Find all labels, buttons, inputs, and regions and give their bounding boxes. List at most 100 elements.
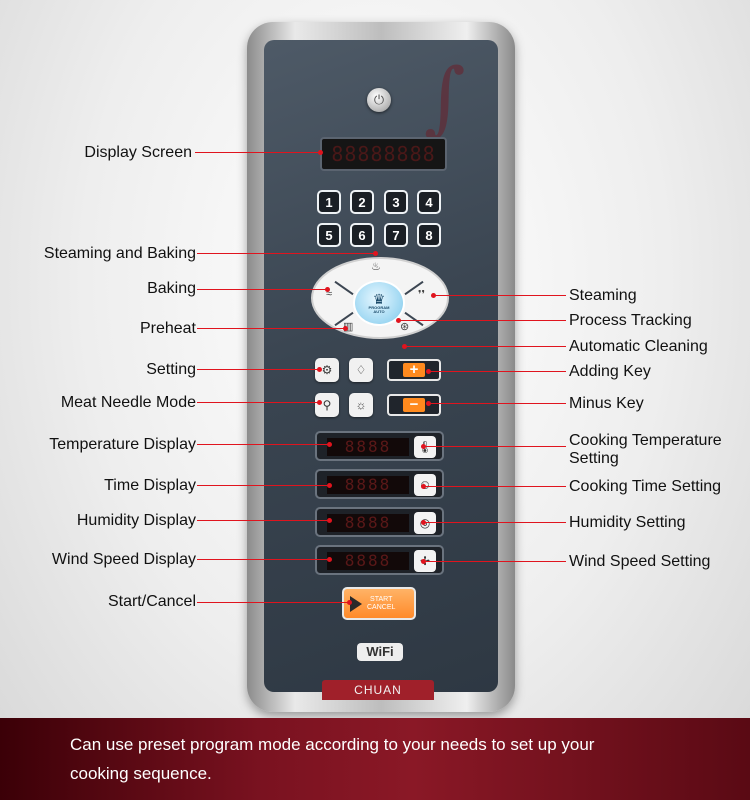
leader-line bbox=[423, 446, 566, 447]
leader-line bbox=[423, 522, 566, 523]
key-7[interactable]: 7 bbox=[384, 223, 408, 247]
leader-line bbox=[423, 486, 566, 487]
humidity-row: 8888 ◎ bbox=[315, 507, 444, 537]
leader-dot bbox=[426, 369, 431, 374]
leader-line bbox=[423, 561, 566, 562]
key-2[interactable]: 2 bbox=[350, 190, 374, 214]
adding-key[interactable]: + bbox=[387, 359, 441, 381]
gear-icon: ⚙ bbox=[321, 363, 333, 377]
label-wind-speed-display: Wind Speed Display bbox=[51, 551, 196, 568]
leader-dot bbox=[327, 483, 332, 488]
label-display-screen: Display Screen bbox=[84, 144, 192, 161]
key-1[interactable]: 1 bbox=[317, 190, 341, 214]
cleaning-icon[interactable]: ⊛ bbox=[400, 321, 410, 333]
program-label-bottom: AUTO bbox=[373, 309, 385, 314]
label-process-tracking: Process Tracking bbox=[569, 312, 692, 329]
light-button[interactable]: ☼ bbox=[349, 393, 373, 417]
leader-dot bbox=[327, 518, 332, 523]
steaming-icon[interactable]: ❜❜ bbox=[418, 289, 426, 301]
label-temperature-display: Temperature Display bbox=[49, 436, 196, 453]
label-preheat: Preheat bbox=[139, 320, 196, 337]
label-humidity-setting: Humidity Setting bbox=[569, 514, 686, 531]
leader-dot bbox=[421, 484, 426, 489]
leader-line bbox=[197, 444, 329, 445]
light-icon: ☼ bbox=[355, 398, 367, 412]
baking-icon[interactable]: ≈ bbox=[326, 288, 333, 300]
leader-line bbox=[197, 485, 329, 486]
steam-bake-icon[interactable]: ♨ bbox=[371, 261, 381, 273]
brand-strip: CHUAN bbox=[322, 680, 434, 700]
leader-line bbox=[197, 253, 375, 254]
leader-dot bbox=[317, 367, 322, 372]
leader-dot bbox=[421, 520, 426, 525]
leader-line bbox=[195, 152, 320, 153]
leader-dot bbox=[421, 444, 426, 449]
chef-hat-icon: ♛ bbox=[372, 290, 386, 307]
meat-needle-button[interactable]: ⚲ bbox=[315, 393, 339, 417]
leader-line bbox=[197, 289, 327, 290]
leader-dot bbox=[396, 318, 401, 323]
leader-line bbox=[197, 520, 329, 521]
leader-line bbox=[197, 369, 319, 370]
banner-line-1: Can use preset program mode according to… bbox=[70, 735, 595, 754]
label-start-cancel: Start/Cancel bbox=[107, 593, 196, 610]
minus-key[interactable]: − bbox=[387, 394, 441, 416]
label-cooking-temperature: Cooking Temperature bbox=[569, 432, 722, 449]
leader-dot bbox=[421, 559, 426, 564]
label-steaming-baking: Steaming and Baking bbox=[43, 245, 196, 262]
leader-line bbox=[197, 602, 349, 603]
wind-speed-display: 8888 bbox=[327, 552, 409, 570]
label-setting: Setting bbox=[146, 361, 196, 378]
banner-line-2: cooking sequence. bbox=[70, 764, 212, 783]
label-adding-key: Adding Key bbox=[569, 363, 651, 380]
cancel-label: CANCEL bbox=[367, 603, 396, 611]
leader-dot bbox=[431, 293, 436, 298]
humidity-display: 8888 bbox=[327, 514, 409, 532]
leader-dot bbox=[318, 150, 323, 155]
power-button[interactable]: ⏻ bbox=[367, 88, 391, 112]
key-5[interactable]: 5 bbox=[317, 223, 341, 247]
leader-line bbox=[197, 328, 345, 329]
minus-symbol: − bbox=[403, 397, 425, 412]
plus-symbol: + bbox=[403, 362, 425, 377]
leader-dot bbox=[317, 400, 322, 405]
label-meat-needle-mode: Meat Needle Mode bbox=[60, 394, 196, 411]
leader-dot bbox=[426, 401, 431, 406]
play-icon bbox=[350, 595, 362, 612]
leader-dot bbox=[343, 326, 348, 331]
preheat-icon[interactable]: ▥ bbox=[343, 321, 354, 333]
start-cancel-button[interactable]: START CANCEL bbox=[342, 587, 416, 620]
display-screen: 88888888 bbox=[320, 137, 447, 171]
humidity-drop-button[interactable]: ♢ bbox=[349, 358, 373, 382]
label-humidity-display: Humidity Display bbox=[76, 512, 196, 529]
leader-line bbox=[398, 320, 566, 321]
label-time-display: Time Display bbox=[104, 477, 196, 494]
wifi-badge: WiFi bbox=[357, 643, 403, 661]
temperature-display: 8888 bbox=[327, 438, 409, 456]
decorative-swirl: ∫ bbox=[424, 51, 466, 144]
key-8[interactable]: 8 bbox=[417, 223, 441, 247]
leader-dot bbox=[347, 600, 352, 605]
leader-line bbox=[433, 295, 566, 296]
leader-line bbox=[197, 559, 329, 560]
label-baking: Baking bbox=[147, 280, 196, 297]
program-label-top: PROGRAM bbox=[368, 304, 390, 310]
leader-dot bbox=[402, 344, 407, 349]
leader-dot bbox=[325, 287, 330, 292]
leader-line bbox=[404, 346, 566, 347]
label-cooking-temperature-setting: Setting bbox=[569, 450, 619, 467]
key-3[interactable]: 3 bbox=[384, 190, 408, 214]
label-cooking-time-setting: Cooking Time Setting bbox=[569, 478, 722, 495]
leader-line bbox=[428, 371, 566, 372]
key-6[interactable]: 6 bbox=[350, 223, 374, 247]
leader-dot bbox=[327, 557, 332, 562]
bottom-banner: Can use preset program mode according to… bbox=[0, 718, 750, 800]
drop-icon: ♢ bbox=[355, 363, 367, 377]
leader-line bbox=[428, 403, 566, 404]
needle-icon: ⚲ bbox=[322, 398, 332, 412]
leader-line bbox=[197, 402, 319, 403]
leader-dot bbox=[373, 251, 378, 256]
display-digits: 88888888 bbox=[331, 142, 436, 166]
key-4[interactable]: 4 bbox=[417, 190, 441, 214]
